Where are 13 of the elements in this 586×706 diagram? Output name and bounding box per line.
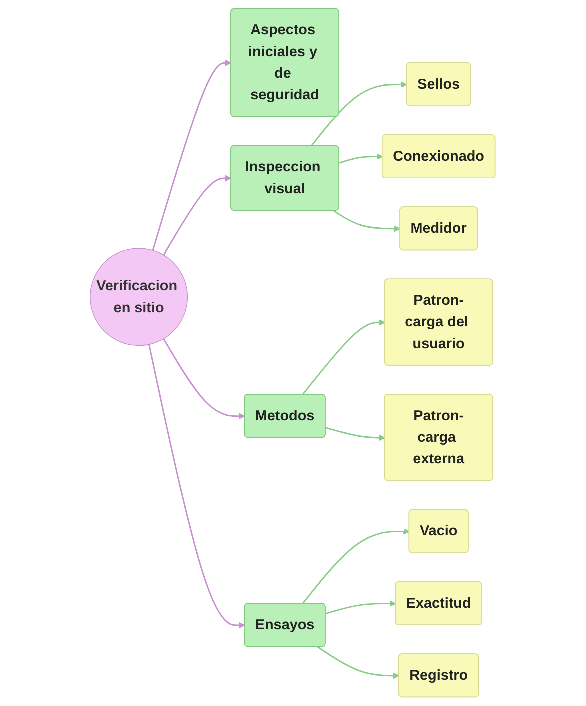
arrow bbox=[318, 646, 400, 680]
arrow bbox=[163, 175, 232, 256]
arrow bbox=[311, 82, 408, 147]
arrow bbox=[339, 154, 384, 164]
arrow bbox=[302, 528, 410, 604]
arrow bbox=[302, 319, 386, 396]
arrow bbox=[326, 600, 396, 615]
arrow bbox=[148, 344, 246, 629]
arrow bbox=[334, 210, 401, 232]
arrow bbox=[326, 427, 386, 442]
arrow bbox=[163, 338, 246, 420]
arrow bbox=[152, 60, 232, 251]
node-circle: Verificacion en sitio bbox=[90, 248, 188, 346]
